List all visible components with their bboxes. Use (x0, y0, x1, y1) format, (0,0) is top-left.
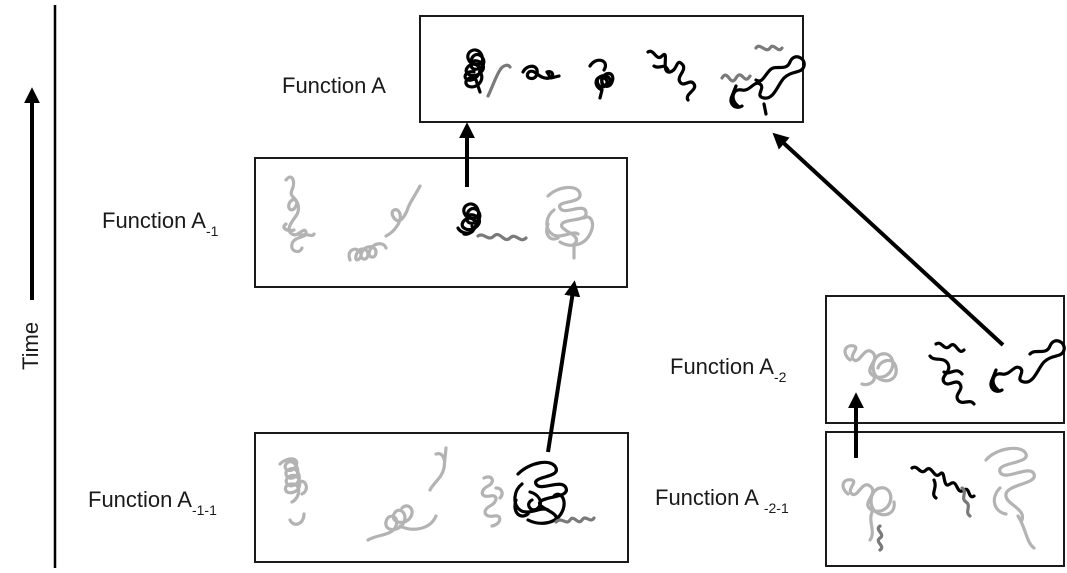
box-function-a-1-1 (254, 432, 629, 563)
squiggle (545, 185, 595, 260)
squiggle (366, 446, 448, 542)
lineage-arrows (459, 122, 1005, 458)
box-function-a-2-1 (825, 431, 1065, 567)
squiggle (720, 73, 752, 83)
label-function-a-2: Function A-2 (670, 354, 787, 385)
time-label: Time (18, 322, 43, 370)
squiggle (278, 457, 308, 526)
squiggle (984, 446, 1036, 550)
arrow-a2-to-a (772, 132, 1005, 347)
squiggle (960, 486, 972, 518)
squiggle (347, 184, 422, 262)
squiggle (480, 475, 504, 528)
squiggle (521, 64, 561, 81)
squiggle (513, 460, 568, 525)
squiggle (989, 339, 1066, 393)
squiggles-function-a (463, 44, 806, 116)
squiggle (754, 44, 784, 52)
squiggle (282, 175, 316, 254)
squiggle (729, 55, 806, 116)
squiggle (456, 202, 482, 236)
squiggle (841, 478, 896, 542)
arrow-a11-to-a1 (546, 280, 581, 453)
squiggle (463, 48, 486, 94)
squiggles-function-a-1-1 (278, 446, 596, 542)
box-function-a-1 (254, 157, 628, 288)
label-function-a: Function A (282, 73, 386, 98)
squiggle (486, 63, 512, 98)
label-function-a-1-1: Function A-1-1 (88, 487, 217, 518)
squiggles-function-a-2-1 (841, 446, 1036, 552)
squiggles-function-a-2 (843, 339, 1066, 406)
squiggles-function-a-1 (282, 175, 595, 262)
squiggle (554, 516, 596, 524)
squiggle (876, 524, 884, 552)
label-function-a-2-1: Function A -2-1 (655, 485, 789, 516)
label-function-a-1: Function A-1 (102, 208, 219, 239)
squiggle (928, 341, 976, 406)
squiggle (646, 49, 697, 102)
squiggle (588, 58, 615, 100)
squiggle (843, 344, 898, 387)
squiggle (476, 233, 528, 242)
time-axis: Time (18, 5, 57, 568)
